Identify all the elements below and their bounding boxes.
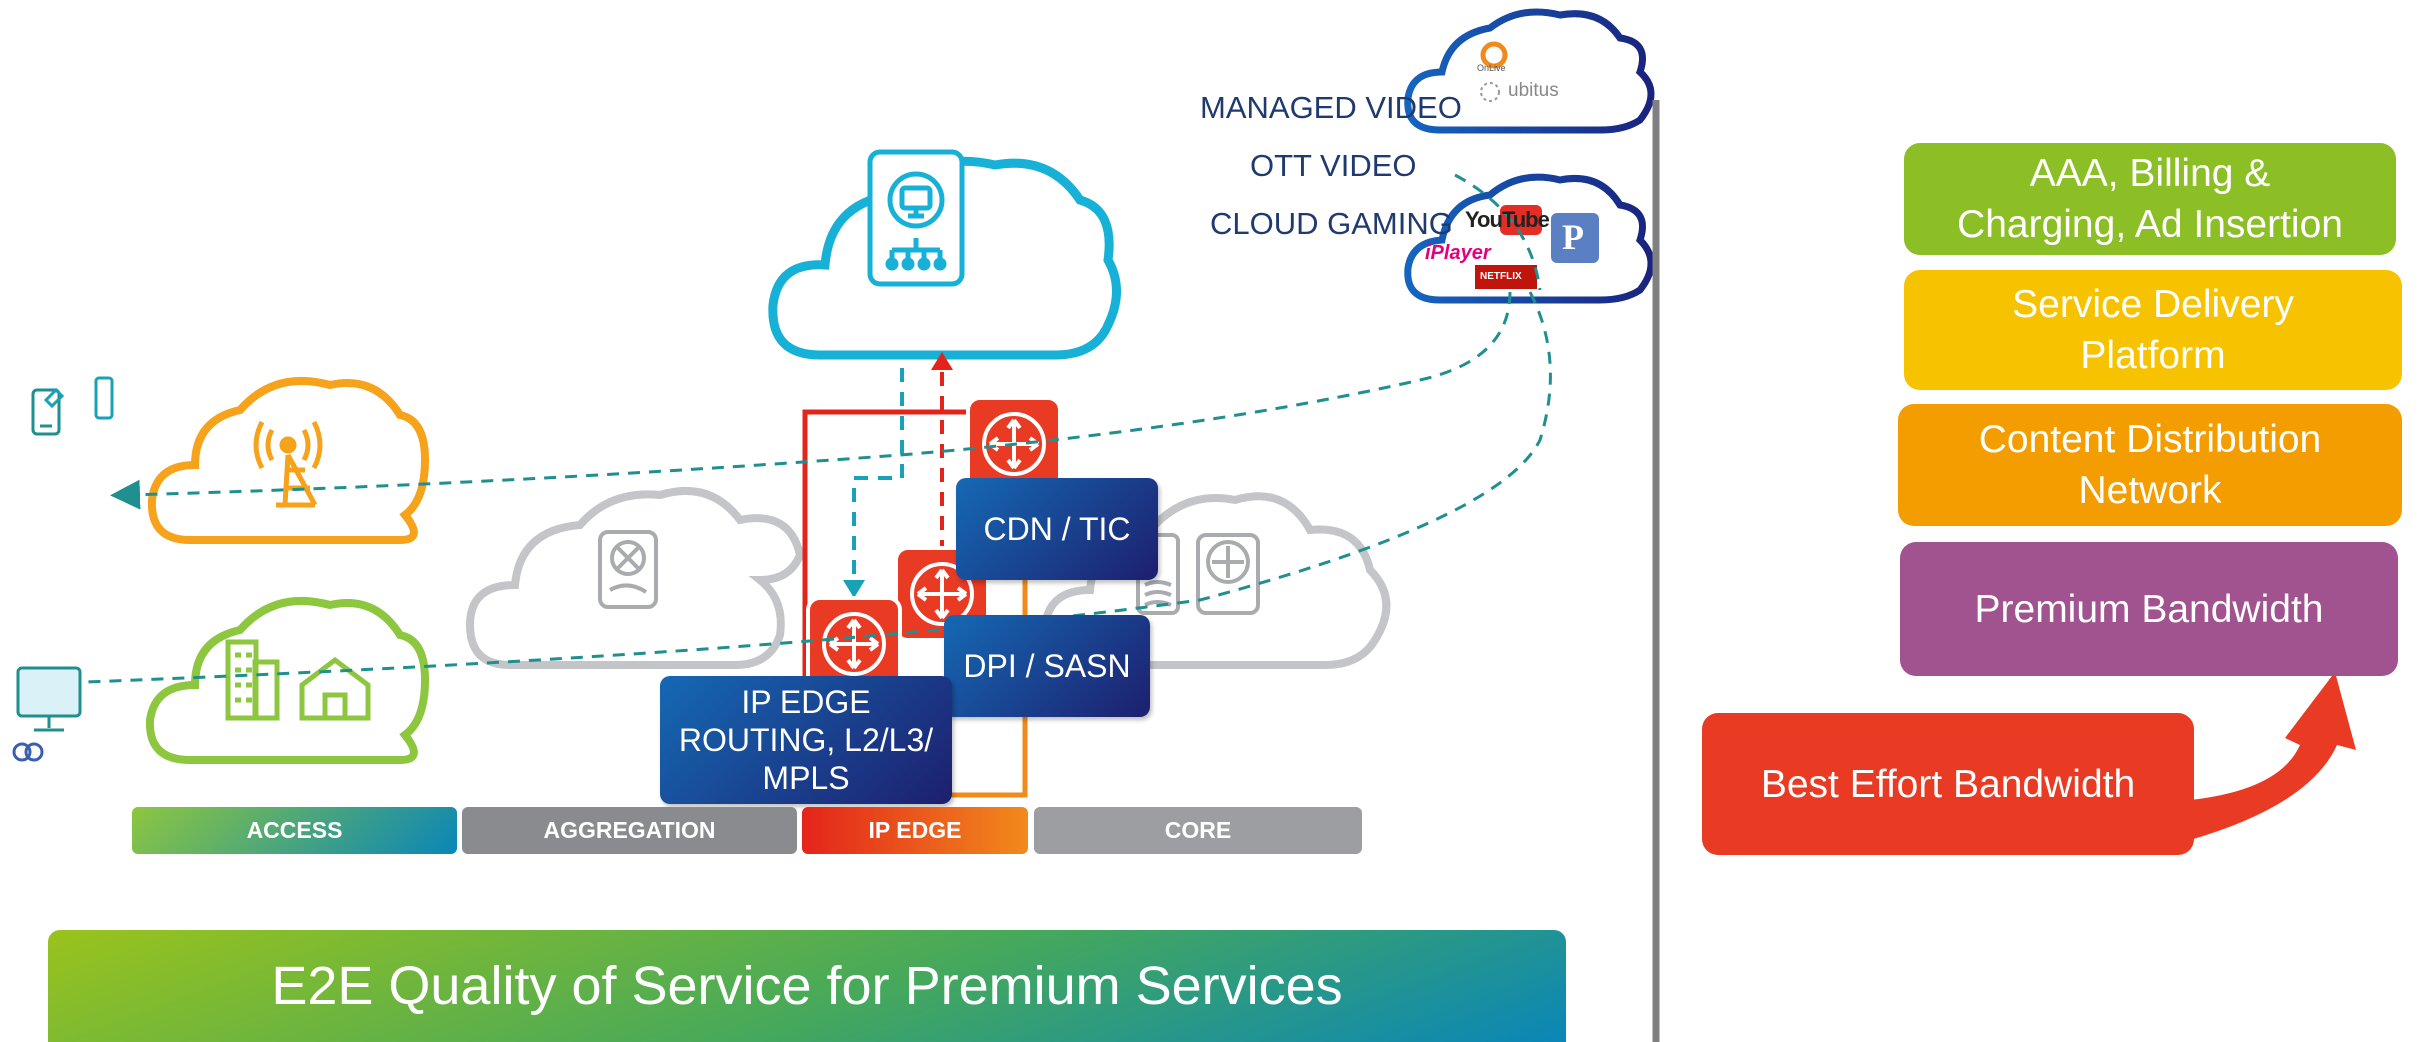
dpi-sasn-box: DPI / SASN: [944, 615, 1150, 717]
youtube-logo: [1500, 205, 1542, 235]
upgrade-arrow: [2190, 672, 2356, 840]
ip-edge-layer: IP EDGE: [802, 807, 1028, 854]
ott-video-label: OTT VIDEO: [1250, 148, 1417, 183]
onlive-logo: [1480, 41, 1508, 69]
pandora-logo: [1551, 213, 1599, 263]
premium-bandwidth-box: Premium Bandwidth: [1900, 542, 2398, 676]
fixed-access-cloud: [145, 596, 430, 764]
gaming-cloud: [1404, 8, 1655, 134]
best-effort-bandwidth-box: Best Effort Bandwidth: [1702, 713, 2194, 855]
ubitus-logo: [1480, 82, 1500, 102]
netflix-logo-text: NETFLIX: [1480, 271, 1522, 282]
switch-icon: [598, 530, 658, 609]
core-layer: CORE: [1034, 807, 1362, 854]
pandora-logo-text: P: [1562, 217, 1584, 257]
managed-video-label: MANAGED VIDEO: [1200, 90, 1462, 125]
media-server-icon: [867, 149, 965, 287]
access-layer: ACCESS: [132, 807, 457, 854]
ott-cloud: [1404, 173, 1655, 304]
ip-edge-routing-box: IP EDGE ROUTING, L2/L3/ MPLS: [660, 676, 952, 804]
delivery-flows: [45, 173, 1552, 698]
e2e-qos-banner: E2E Quality of Service for Premium Servi…: [48, 930, 1566, 1042]
downstream-arrow: [843, 368, 904, 598]
mobile-devices-icon: [31, 376, 114, 436]
service-delivery-platform-box: Service Delivery Platform: [1904, 270, 2402, 390]
content-distribution-network-box: Content Distribution Network: [1898, 404, 2402, 526]
aaa-billing-box: AAA, Billing & Charging, Ad Insertion: [1904, 143, 2396, 255]
iplayer-logo-text: iPlayer: [1425, 242, 1491, 264]
onlive-logo-text: OnLive: [1477, 63, 1506, 73]
aggregation-layer: AGGREGATION: [462, 807, 797, 854]
cell-tower-icon: [253, 420, 323, 508]
youtube-logo-text: YouTube: [1465, 207, 1550, 232]
aggregation-cloud: [465, 486, 805, 669]
netflix-logo: [1475, 265, 1537, 289]
ubitus-logo-text: ubitus: [1508, 80, 1559, 101]
desktop-gaming-icon: [12, 666, 82, 762]
cloud-gaming-label: CLOUD GAMING: [1210, 206, 1453, 241]
upstream-arrow: [931, 352, 953, 602]
cdn-tic-box: CDN / TIC: [956, 478, 1158, 580]
buildings-icon: [225, 639, 371, 721]
